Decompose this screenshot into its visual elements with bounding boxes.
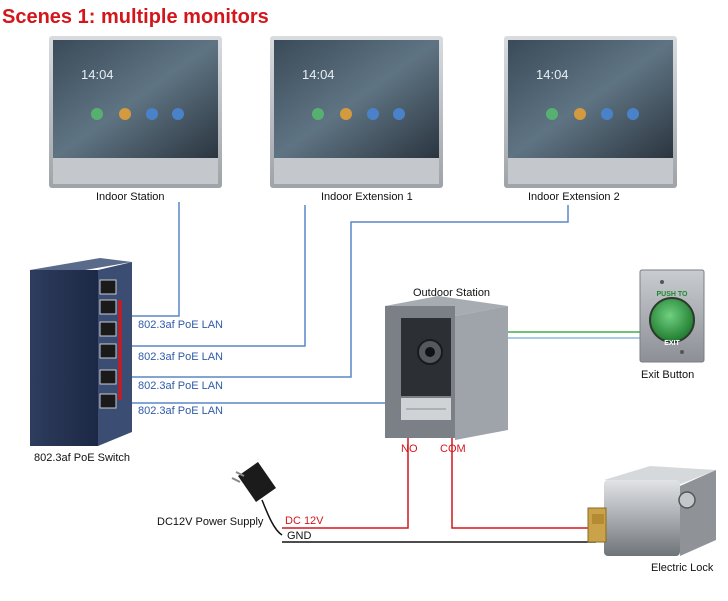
indoor-extension-1-label: Indoor Extension 1 [321,191,413,203]
lan-label-extension-2: 802.3af PoE LAN [138,380,224,392]
power-supply-label: DC12V Power Supply [157,516,264,528]
outdoor-station-device [385,296,508,440]
power-wires [261,438,596,543]
power-adapter-device [231,462,276,502]
exit-button-bottom-text: EXIT [664,340,680,347]
page-title: Scenes 1: multiple monitors [2,6,269,28]
lan-label-extension-1: 802.3af PoE LAN [138,351,224,363]
poe-switch-device [30,258,132,446]
com-wire [451,438,596,529]
exit-button-label: Exit Button [641,369,695,381]
com-terminal-label: COM [440,443,466,455]
lan-wire-extension-1 [124,205,306,347]
exit-button-wires [508,331,640,339]
lan-wire-indoor-station [124,202,180,317]
no-terminal-label: NO [401,443,418,455]
gnd-wire-label: GND [287,530,312,542]
exit-button-device: PUSH TO EXIT [639,269,705,363]
lan-wire-extension-2 [124,205,569,378]
monitor-time: 14:04 [81,67,114,82]
indoor-extension-2-monitor [504,36,677,188]
ethernet-ports [99,279,117,409]
poe-switch-label: 802.3af PoE Switch [34,452,131,464]
monitor-time: 14:04 [302,67,335,82]
indoor-station-monitor [49,36,222,188]
adapter-cord [261,499,283,536]
exit-button-top-text: PUSH TO [657,291,689,298]
outdoor-station-label: Outdoor Station [413,287,491,299]
lan-label-outdoor-station: 802.3af PoE LAN [138,405,224,417]
dc12v-wire-label: DC 12V [285,515,324,527]
indoor-extension-2-label: Indoor Extension 2 [528,191,620,203]
indoor-extension-1-monitor [270,36,443,188]
monitor-time: 14:04 [536,67,569,82]
electric-lock-label: Electric Lock [651,562,714,574]
indoor-station-label: Indoor Station [96,191,165,203]
lan-wires [124,202,569,404]
no-wire [282,438,409,529]
electric-lock-device [587,466,716,556]
lan-label-indoor-station: 802.3af PoE LAN [138,319,224,331]
monitor-time-labels: 14:04 14:04 14:04 [81,67,569,82]
